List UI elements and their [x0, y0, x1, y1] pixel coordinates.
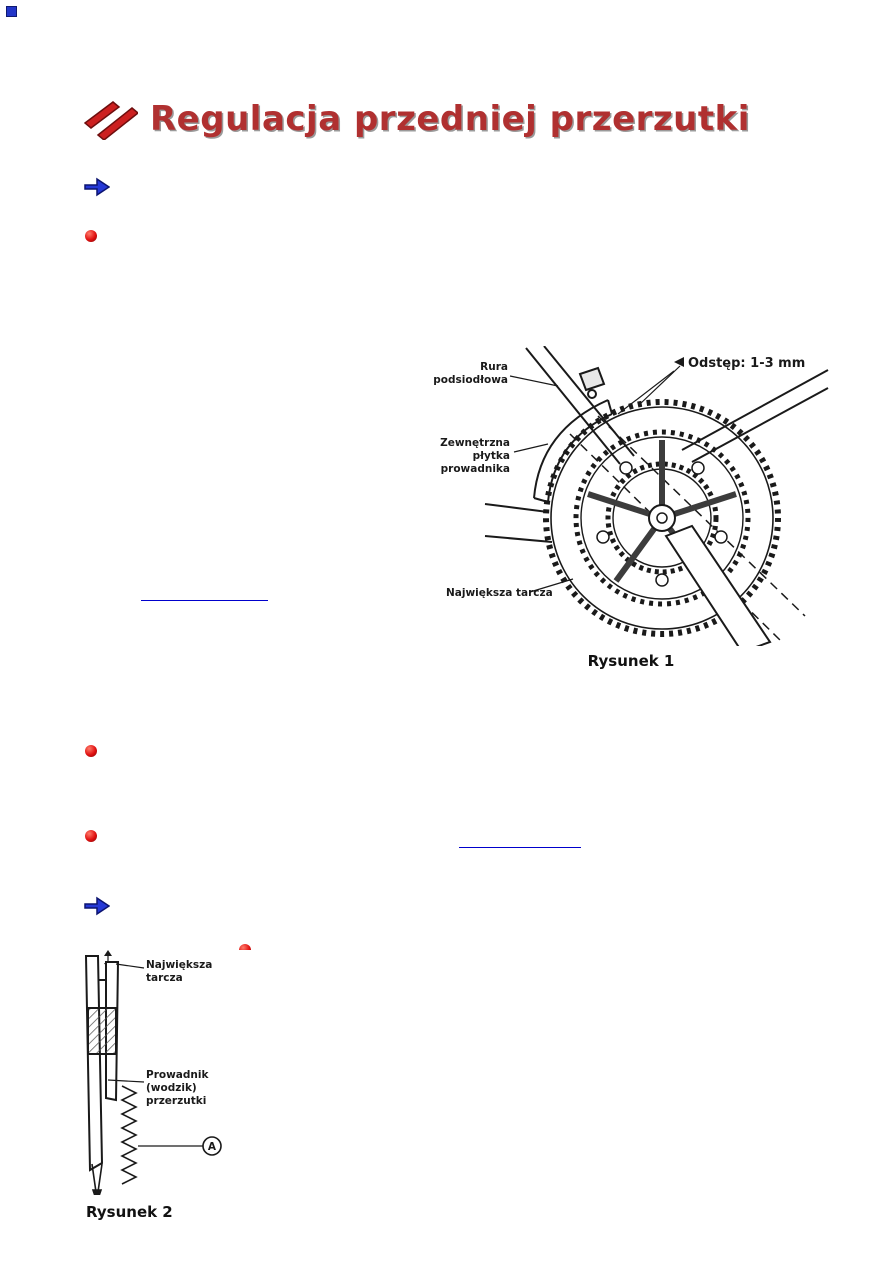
crank-arm [664, 524, 772, 654]
frame-tubes [484, 345, 829, 543]
label-pointers [509, 375, 574, 593]
title-row: Regulacja przedniej przerzutki [84, 98, 750, 140]
red-bullet-3 [85, 830, 97, 842]
figure1-label-largest-ring: Największa tarcza [446, 587, 553, 599]
blue-arrow-bullet-1 [84, 177, 110, 197]
lightning-icon [84, 101, 138, 140]
red-bullet-1 [85, 230, 97, 242]
front-derailleur [533, 366, 613, 503]
figure1-label-seat-tube-line1: Rura [480, 361, 508, 373]
red-bullet-2 [85, 745, 97, 757]
figure2-label-guide-line1: Prowadnik [146, 1069, 209, 1081]
chainring-teeth [120, 1085, 138, 1185]
figure1-label-outer-plate-line1: Zewnętrzna [440, 437, 510, 449]
figure1-crankset-illustration: Rura podsiodłowa Odstęp: 1-3 mm Zewnętrz… [433, 345, 829, 654]
corner-blue-artifact [6, 6, 17, 17]
figure2-label-largest-ring-line2: tarcza [146, 972, 183, 984]
figure2-caption: Rysunek 2 [86, 1203, 173, 1221]
gap-indicator [617, 357, 684, 415]
chainrings [543, 399, 781, 637]
figure1-label-gap: Odstęp: 1-3 mm [688, 356, 805, 371]
figure2-label-largest-ring-line1: Największa [146, 959, 212, 971]
blue-arrow-bullet-2 [84, 896, 110, 916]
page-title: Regulacja przedniej przerzutki [150, 99, 750, 139]
cage-plates [84, 955, 120, 1172]
marker-a-label: A [208, 1141, 217, 1153]
hyperlink-1[interactable] [141, 589, 268, 601]
figure-1: Rura podsiodłowa Odstęp: 1-3 mm Zewnętrz… [430, 345, 832, 670]
label-pointers [107, 963, 203, 1147]
figure1-label-outer-plate-line2: płytka [473, 450, 510, 462]
marker-a: A [202, 1136, 222, 1156]
figure2-label-guide-line3: przerzutki [146, 1095, 206, 1107]
figure2-label-guide-line2: (wodzik) [146, 1082, 197, 1094]
figure-2: A Największa tarcza Prowadnik (wodzik) p… [72, 950, 312, 1221]
figure1-label-seat-tube-line2: podsiodłowa [433, 374, 508, 386]
hyperlink-2[interactable] [459, 836, 581, 848]
figure1-caption: Rysunek 1 [587, 652, 675, 670]
figure1-label-outer-plate-line3: prowadnika [441, 463, 510, 475]
figure2-derailleur-cage-illustration: A Największa tarcza Prowadnik (wodzik) p… [84, 950, 222, 1205]
